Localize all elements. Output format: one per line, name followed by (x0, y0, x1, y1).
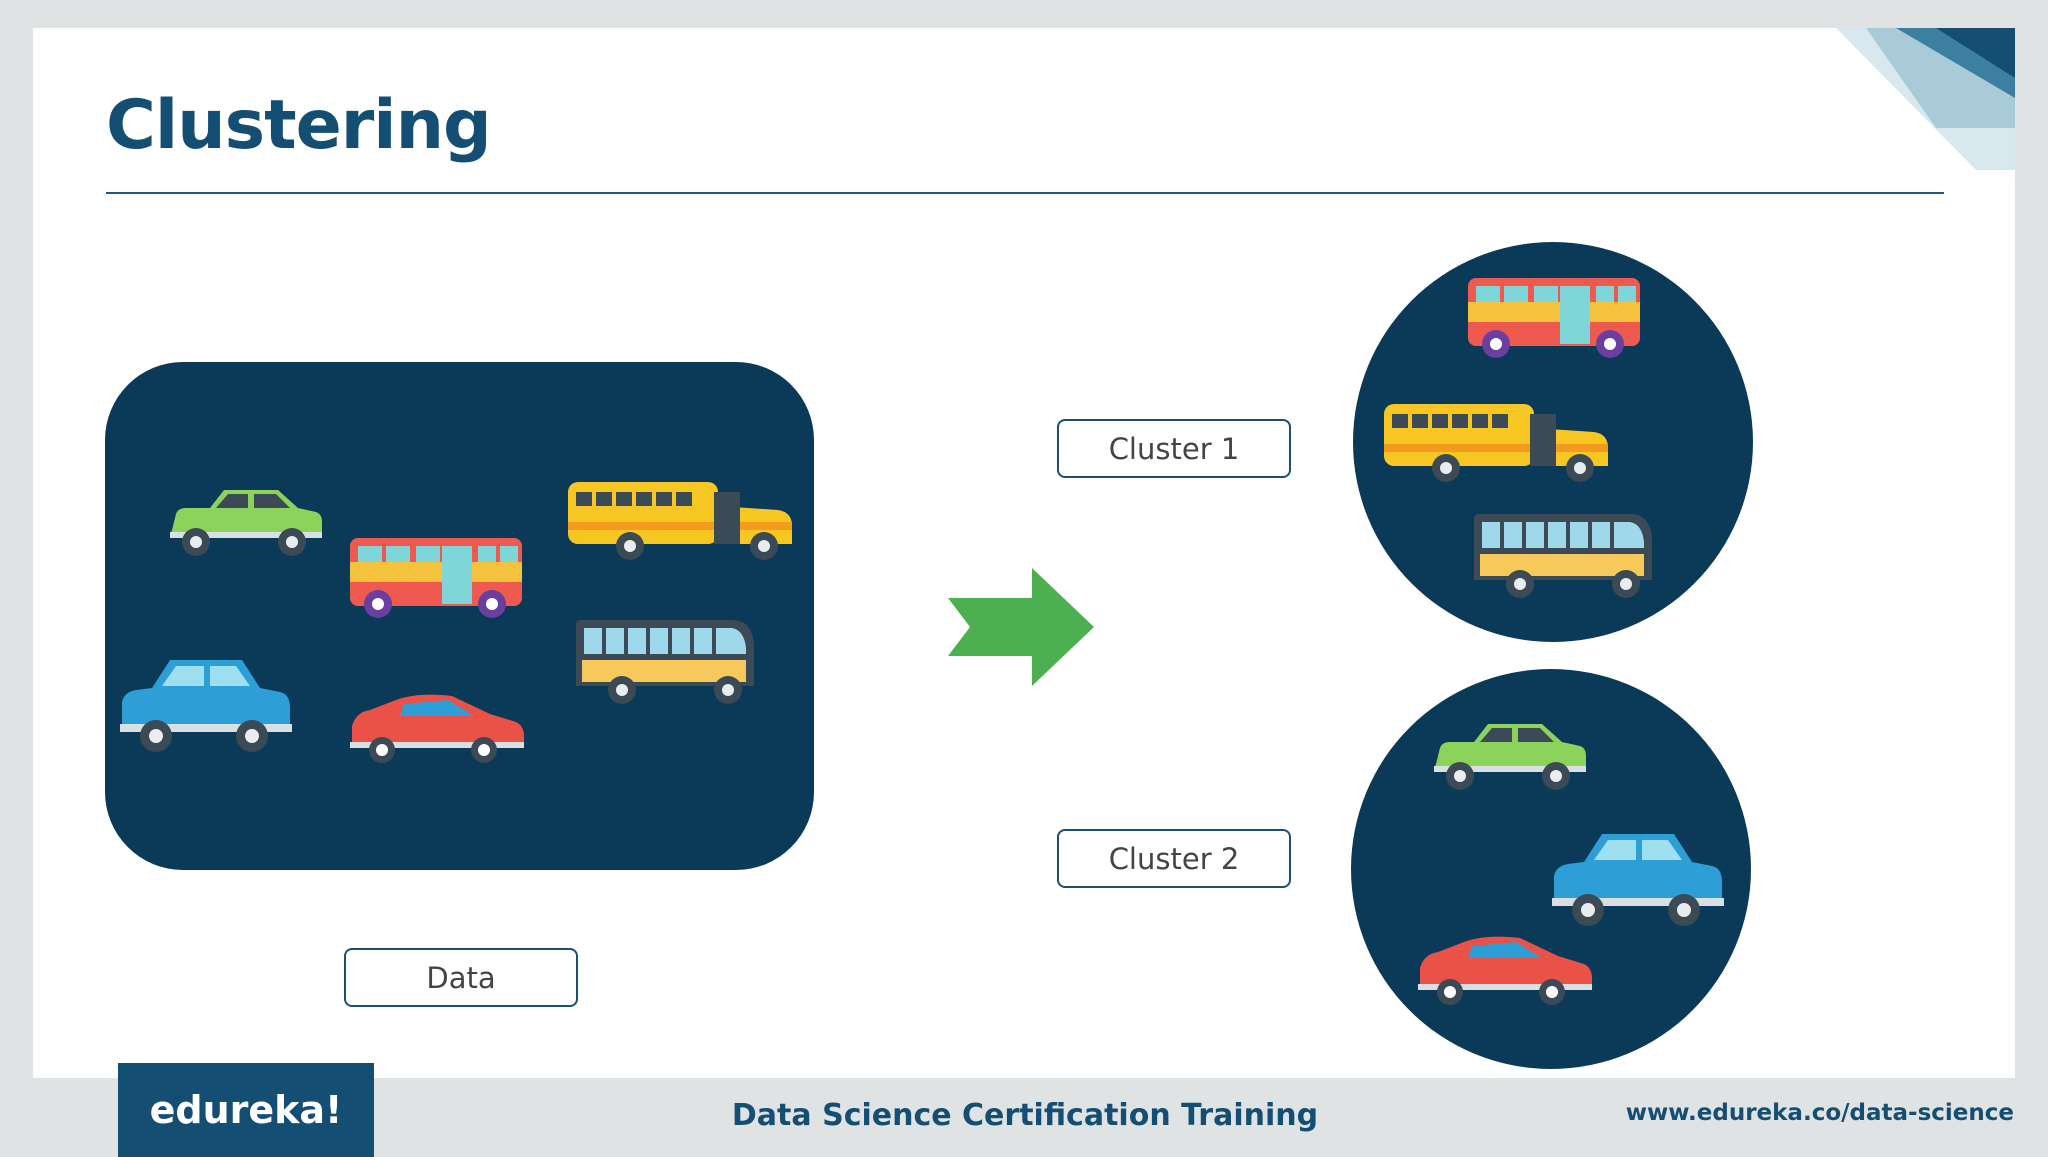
red-sedan-icon (350, 694, 524, 763)
arrow-right-icon (948, 568, 1094, 686)
green-car-icon (1434, 724, 1586, 790)
yellow-school-bus-icon (568, 482, 792, 560)
red-sedan-icon (1418, 936, 1592, 1005)
data-label: Data (344, 948, 578, 1007)
cluster-1-label: Cluster 1 (1057, 419, 1291, 478)
yellow-coach-bus-icon (1474, 514, 1652, 598)
corner-decoration (1836, 28, 2015, 170)
data-panel (105, 362, 814, 870)
yellow-coach-bus-icon (576, 620, 754, 704)
brand-logo: edureka! (118, 1063, 374, 1157)
yellow-school-bus-icon (1384, 404, 1608, 482)
red-bus-icon (1468, 278, 1640, 358)
red-bus-icon (350, 538, 522, 618)
footer-url: www.edureka.co/data-science (1625, 1100, 2014, 1126)
green-car-icon (170, 490, 322, 556)
blue-car-icon (1552, 834, 1724, 926)
course-title: Data Science Certification Training (731, 1098, 1319, 1133)
slide-title: Clustering (106, 86, 492, 165)
title-divider (106, 192, 1944, 194)
cluster-2-label: Cluster 2 (1057, 829, 1291, 888)
blue-car-icon (120, 660, 292, 752)
